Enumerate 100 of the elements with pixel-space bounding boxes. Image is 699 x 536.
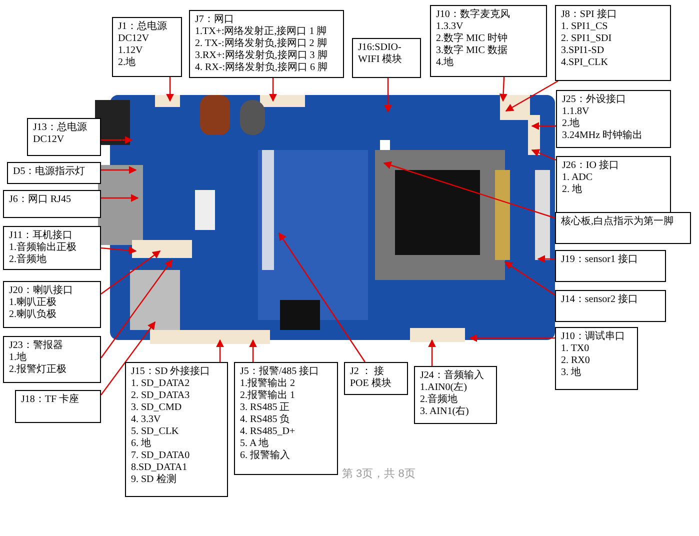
- pin-description: 4. RX-:网络发射负,接网口 6 脚: [195, 62, 328, 74]
- pin-description: 1.3.3V: [436, 21, 464, 32]
- callout-title: J8：SPI 接口: [561, 9, 618, 21]
- callout-box: [234, 362, 338, 475]
- pin-description: 3.RX+:网络发射负,接网口 3 脚: [195, 50, 328, 62]
- callout-box: [7, 162, 101, 184]
- leader-arrow: [504, 262, 556, 296]
- leader-arrow: [428, 339, 436, 366]
- callout-box: [3, 190, 101, 218]
- leader-arrow: [537, 255, 555, 263]
- leader-arrow: [100, 250, 161, 294]
- callout-box: [556, 156, 671, 213]
- pin-description: 2.音频地: [9, 254, 48, 266]
- pin-description: 7. SD_DATA0: [131, 450, 191, 462]
- pin-description: 3.数字 MIC 数据: [436, 45, 508, 56]
- callout-title: J16:SDIO-WIFI 模块: [358, 42, 404, 66]
- pin-description: 2. TX-:网络发射负,接网口 2 脚: [195, 38, 328, 50]
- leader-arrow: [278, 232, 366, 362]
- callout-title: D5：电源指示灯: [13, 166, 86, 178]
- leader-arrow: [100, 259, 172, 358]
- pin-description: 1.音频输出正极: [9, 242, 78, 254]
- callout-title: J25：外设接口: [562, 94, 627, 106]
- pin-description: 8.SD_DATA1: [131, 462, 188, 474]
- callout-box: [430, 5, 547, 77]
- leader-arrow: [249, 339, 257, 362]
- pin-description: 1. SD_DATA2: [131, 378, 191, 390]
- callout-title: J13：总电源 DC12V: [33, 122, 88, 146]
- pin-description: 1.报警输出 2: [240, 378, 296, 390]
- pin-description: 1.1.8V: [562, 106, 590, 118]
- pin-description: 1. SPI1_CS: [561, 21, 609, 33]
- leader-arrow: [101, 166, 137, 174]
- leader-arrow: [100, 321, 156, 396]
- pin-description: 1.AIN0(左): [420, 382, 468, 394]
- pin-description: 4.地: [436, 57, 454, 69]
- callout-title: J1：总电源 DC12V: [118, 21, 168, 45]
- leader-arrow: [384, 78, 392, 113]
- pin-description: 3. RS485 正: [240, 402, 291, 414]
- leader-arrow: [101, 136, 133, 144]
- pin-description: 2.音频地: [420, 394, 458, 406]
- callout-box: [555, 5, 671, 81]
- pin-description: 2.喇叭负极: [9, 309, 58, 321]
- pin-description: 4.SPI_CLK: [561, 57, 609, 69]
- leader-arrow: [383, 161, 556, 219]
- pin-description: 1. ADC: [562, 172, 594, 184]
- callout-box: [189, 10, 344, 78]
- pin-description: 2.报警输出 1: [240, 390, 296, 402]
- pin-description: 2. RX0: [561, 355, 591, 366]
- pin-description: 1.12V: [118, 45, 144, 56]
- pin-description: 2. 地: [562, 184, 583, 196]
- callout-box: [352, 38, 421, 78]
- callout-title: J23：警报器: [9, 340, 64, 352]
- callout-title: J6：网口 RJ45: [9, 194, 72, 206]
- pin-description: 1. TX0: [561, 343, 590, 355]
- callout-title: J18：TF 卡座: [21, 394, 80, 406]
- callout-title: J20：喇叭接口: [9, 285, 74, 296]
- callout-box: [27, 118, 101, 156]
- callout-box: [344, 362, 408, 395]
- callout-title: J10：调试串口: [561, 331, 626, 343]
- leader-arrow: [531, 122, 556, 130]
- callout-box: [414, 366, 497, 424]
- leader-arrow: [216, 339, 224, 362]
- pin-description: 3. 地: [561, 367, 582, 379]
- pin-description: 3. SD_CMD: [131, 402, 183, 414]
- callout-box: [556, 90, 671, 148]
- callout-title: J7：网口: [195, 14, 235, 26]
- callout-title: J26：IO 接口: [562, 160, 620, 172]
- leader-arrow: [469, 334, 555, 342]
- pin-description: 2. SD_DATA3: [131, 390, 191, 402]
- callout-title: J14：sensor2 接口: [561, 294, 639, 306]
- pin-description: 1.喇叭正极: [9, 297, 58, 308]
- pin-description: 5. SD_CLK: [131, 426, 180, 438]
- pin-description: 3.SPI1-SD: [561, 45, 606, 57]
- pin-description: 2.报警灯正极: [9, 364, 68, 376]
- pin-description: 2.数字 MIC 时钟: [436, 33, 508, 44]
- callout-box: [555, 327, 638, 390]
- callout-title: J24：音频输入: [420, 370, 485, 382]
- pin-description: 1.TX+:网络发射正,接网口 1 脚: [195, 26, 328, 38]
- callout-title: J2 ： 接 POE 模块: [350, 366, 392, 390]
- callout-box: [3, 226, 101, 270]
- callout-box: [555, 212, 691, 244]
- callout-box: [555, 250, 666, 282]
- leader-arrow: [499, 76, 508, 102]
- callout-title: J5：报警/485 接口: [240, 366, 320, 378]
- leader-arrow: [269, 77, 277, 102]
- callout-box: [112, 17, 182, 77]
- pin-description: 4. 3.3V: [131, 414, 162, 426]
- pin-description: 2. SPI1_SDI: [561, 33, 613, 45]
- pin-description: 2.地: [118, 57, 136, 69]
- pin-description: 4. RS485_D+: [240, 426, 296, 438]
- pin-description: 1.地: [9, 352, 28, 364]
- callout-title: J10：数字麦克风: [436, 9, 511, 21]
- page-number: 第 3页，共 8页: [342, 467, 416, 481]
- leader-arrow: [101, 194, 139, 202]
- callout-title: J15：SD 外接接口: [131, 366, 212, 378]
- pin-description: 6. 地: [131, 438, 152, 450]
- callout-title: 核心板,白点指示为第一脚: [561, 216, 674, 228]
- leader-arrow: [531, 149, 556, 161]
- callout-box: [15, 390, 101, 423]
- pin-description: 3.24MHz 时钟输出: [562, 130, 644, 142]
- leader-arrow: [166, 77, 174, 102]
